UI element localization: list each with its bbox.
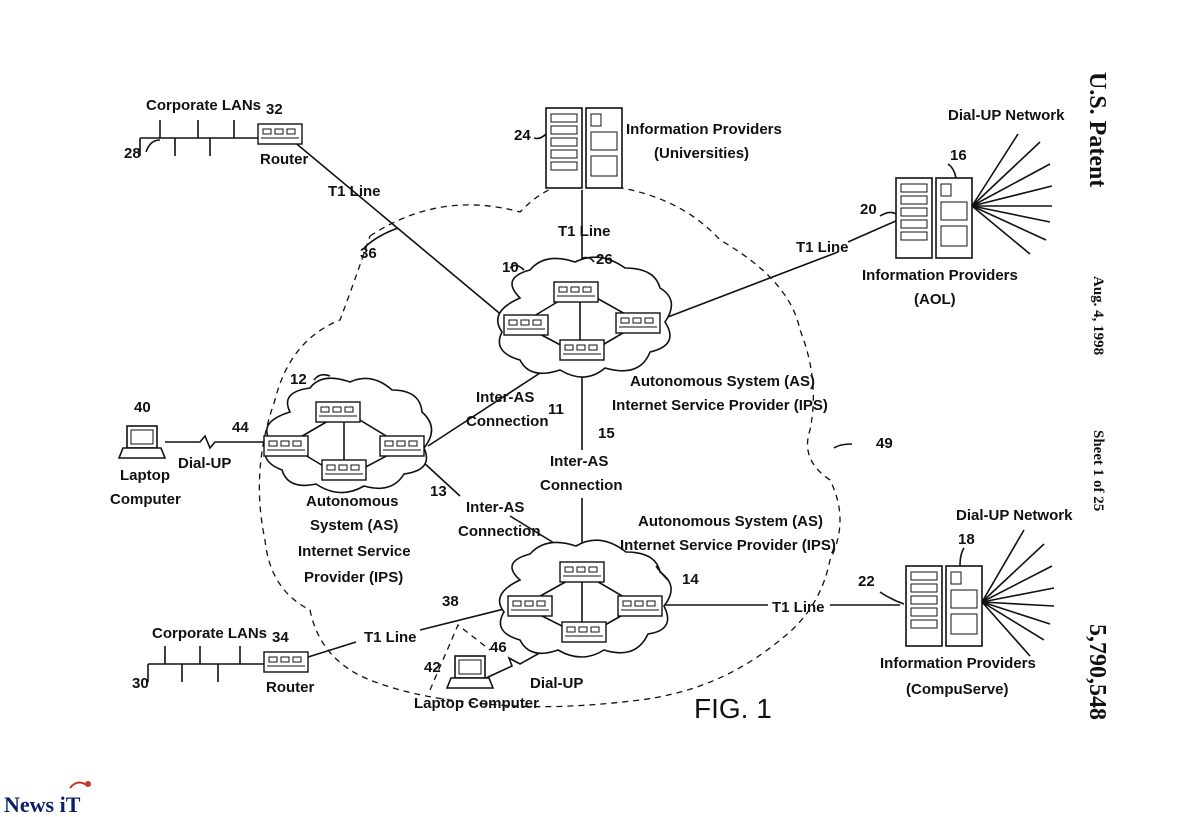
side-patent-title: U.S. Patent — [1084, 72, 1110, 187]
server-compuserve-icon — [905, 565, 983, 647]
dialup-line-left — [165, 434, 266, 450]
label-as-top-1: Autonomous System (AS) — [630, 373, 815, 390]
ref-22: 22 — [858, 573, 875, 590]
label-as-left-4: Provider (IPS) — [304, 569, 403, 586]
label-info-universities-2: (Universities) — [654, 145, 749, 162]
label-corporate-lans-top: Corporate LANs — [146, 97, 261, 114]
ref-10: 10 — [502, 259, 519, 276]
inter-as-line-11 — [427, 359, 561, 447]
t1-line-top-left — [291, 139, 511, 323]
t1-line-top-right — [659, 251, 839, 321]
internet-boundary-dashed — [258, 180, 841, 708]
ref-44: 44 — [232, 419, 249, 436]
ref-26: 26 — [596, 251, 613, 268]
side-patent-date: Aug. 4, 1998 — [1090, 276, 1106, 355]
dialup-network-bottom-fan — [981, 529, 1055, 657]
dialup-dashed-38 — [429, 623, 491, 691]
label-as-bottom-1: Autonomous System (AS) — [638, 513, 823, 530]
ref-16: 16 — [950, 147, 967, 164]
label-as-bottom-2: Internet Service Provider (IPS) — [620, 537, 836, 554]
ref-34: 34 — [272, 629, 289, 646]
dialup-line-bottom — [485, 634, 573, 679]
label-inter-as-2a: Inter-AS — [550, 453, 608, 470]
label-as-top-2: Internet Service Provider (IPS) — [612, 397, 828, 414]
ref-28: 28 — [124, 145, 141, 162]
label-inter-as-3a: Inter-AS — [466, 499, 524, 516]
ref-49: 49 — [876, 435, 893, 452]
router-top-icon — [257, 123, 303, 145]
label-router-bottom: Router — [266, 679, 314, 696]
label-dialup-left: Dial-UP — [178, 455, 231, 472]
label-t1-top-right: T1 Line — [796, 239, 849, 256]
label-info-aol-2: (AOL) — [914, 291, 956, 308]
label-t1-bottom-left: T1 Line — [364, 629, 417, 646]
leader-lines — [145, 133, 965, 605]
watermark-logo: News iT — [4, 781, 91, 817]
label-laptop-bottom: Laptop Computer — [414, 695, 539, 712]
ref-40: 40 — [134, 399, 151, 416]
label-info-compuserve-2: (CompuServe) — [906, 681, 1009, 698]
server-aol-icon — [895, 177, 973, 259]
label-laptop-left-2: Computer — [110, 491, 181, 508]
label-corporate-lans-bottom: Corporate LANs — [152, 625, 267, 642]
ref-14: 14 — [682, 571, 699, 588]
label-as-left-1: Autonomous — [306, 493, 398, 510]
ref-15: 15 — [598, 425, 615, 442]
ref-30: 30 — [132, 675, 149, 692]
label-t1-bottom-right: T1 Line — [772, 599, 825, 616]
router-bottom-icon — [263, 651, 309, 673]
ref-32: 32 — [266, 101, 283, 118]
label-info-universities-1: Information Providers — [626, 121, 782, 138]
label-dialup-network-bottom: Dial-UP Network — [956, 507, 1073, 524]
ref-46: 46 — [490, 639, 507, 656]
label-t1-top-left: T1 Line — [328, 183, 381, 200]
corporate-lan-top — [139, 120, 258, 156]
t1-line-bottom-left-2 — [419, 606, 513, 631]
laptop-left-icon — [118, 425, 166, 459]
label-info-compuserve-1: Information Providers — [880, 655, 1036, 672]
label-router-top: Router — [260, 151, 308, 168]
label-laptop-left-1: Laptop — [120, 467, 170, 484]
ref-36: 36 — [360, 245, 377, 262]
corporate-lan-bottom — [147, 646, 264, 682]
server-universities-icon — [545, 107, 623, 189]
ref-11: 11 — [548, 401, 564, 418]
as-cloud-top — [497, 256, 673, 378]
label-inter-as-1b: Connection — [466, 413, 549, 430]
as-cloud-bottom — [498, 539, 672, 658]
side-patent-number: 5,790,548 — [1084, 624, 1110, 720]
label-dialup-network-top: Dial-UP Network — [948, 107, 1065, 124]
label-as-left-2: System (AS) — [310, 517, 398, 534]
label-inter-as-1a: Inter-AS — [476, 389, 534, 406]
ref-24: 24 — [514, 127, 531, 144]
ref-20: 20 — [860, 201, 877, 218]
ref-13: 13 — [430, 483, 447, 500]
side-patent-sheet: Sheet 1 of 25 — [1090, 430, 1106, 511]
dialup-network-top-fan — [971, 133, 1053, 255]
label-dialup-bottom: Dial-UP — [530, 675, 583, 692]
label-inter-as-3b: Connection — [458, 523, 541, 540]
ref-38: 38 — [442, 593, 459, 610]
label-t1-top-center: T1 Line — [558, 223, 611, 240]
ref-18: 18 — [958, 531, 975, 548]
figure-label: FIG. 1 — [694, 693, 772, 724]
as-cloud-left — [263, 377, 433, 494]
label-as-left-3: Internet Service — [298, 543, 411, 560]
t1-line-bottom-left — [304, 641, 357, 659]
ref-42: 42 — [424, 659, 441, 676]
laptop-bottom-icon — [446, 655, 494, 689]
ref-12: 12 — [290, 371, 307, 388]
watermark-text: News iT — [4, 792, 81, 817]
t1-line-top-right-2 — [847, 219, 899, 243]
label-info-aol-1: Information Providers — [862, 267, 1018, 284]
label-inter-as-2b: Connection — [540, 477, 623, 494]
